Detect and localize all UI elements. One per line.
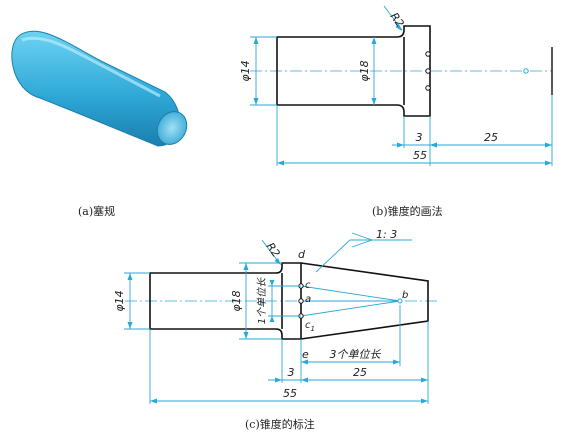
caption-b: (b)锥度的画法 — [372, 205, 443, 218]
c-unit-vertical-label: 1个单位长 — [256, 277, 268, 324]
svg-text:c1: c1 — [305, 320, 315, 333]
c-unit-horizontal-label: 3个单位长 — [330, 348, 382, 361]
drawing-method-view: R2 φ14 φ18 3 25 55 — [239, 5, 553, 166]
c-point-d: d — [298, 248, 306, 261]
caption-c: (c)锥度的标注 — [245, 418, 315, 431]
taper-dimensioning-view: R2 d 1: 3 φ14 φ18 1个单位长 c a c1 b e 3个单位长… — [113, 228, 438, 404]
b-dia18-label: φ18 — [358, 60, 371, 81]
c-point-a: a — [305, 294, 311, 305]
b-dim-25-label: 25 — [484, 131, 498, 144]
c-dim-55-label: 55 — [283, 387, 297, 400]
c-point-c: c — [305, 280, 311, 291]
plug-gauge-3d-illustration — [11, 30, 188, 147]
c-radius-label: R2 — [264, 240, 283, 259]
c-dia14-label: φ14 — [113, 290, 126, 311]
c-dim-3-label: 3 — [288, 366, 295, 379]
b-dia14-label: φ14 — [239, 60, 252, 81]
c-dim-25-label: 25 — [353, 366, 367, 379]
b-dim-55-label: 55 — [413, 149, 427, 162]
c-point-c1-subscript: 1 — [311, 325, 315, 333]
c-point-c1: c — [305, 320, 311, 331]
c-point-e: e — [302, 348, 309, 361]
b-dim-3-label: 3 — [416, 131, 423, 144]
c-dia18-label: φ18 — [230, 290, 243, 311]
caption-a: (a)塞规 — [78, 205, 116, 218]
c-taper-ratio: 1: 3 — [376, 228, 397, 241]
c-point-b: b — [402, 290, 408, 301]
